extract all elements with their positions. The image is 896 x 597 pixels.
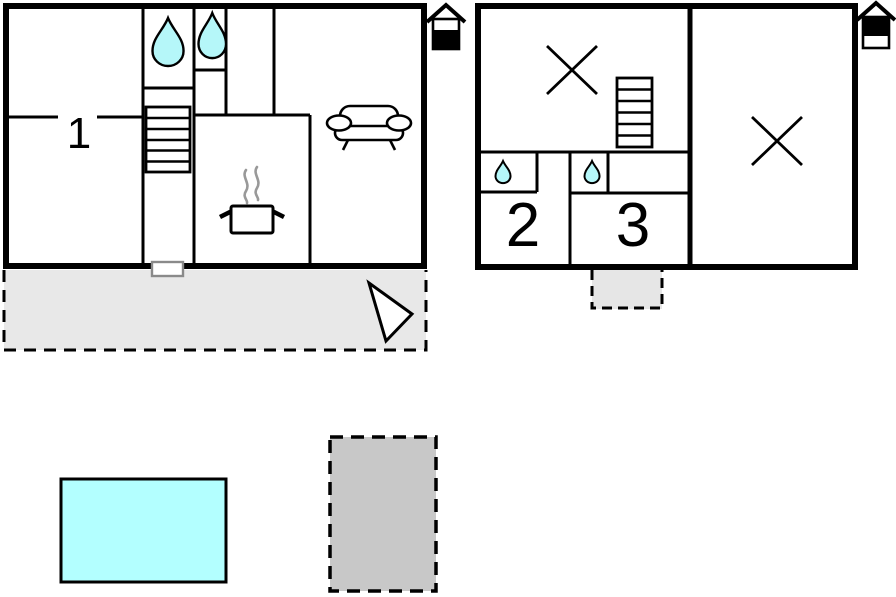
swimming-pool [59,477,228,584]
room-label-3: 3 [615,191,651,260]
entrance-door [150,260,185,278]
terrace-area [4,270,426,350]
steam-icon [243,165,260,205]
north-arrow-icon [366,279,415,344]
ground-floor-plan [3,3,427,278]
stairs-icon [615,76,654,149]
upper-floor-patio [590,270,664,310]
upper-floor-outer-wall [475,3,858,270]
house-level-ground-icon [425,2,467,51]
patio [328,435,438,593]
house-level-upper-icon [855,0,896,50]
water-drop-icon [585,161,600,183]
water-drop-icon [153,18,184,66]
upper-patio-dashed-border [590,270,664,310]
cooking-pot-icon [218,165,286,235]
ground-floor-interior-walls [3,6,312,266]
cross-mark-icon [546,44,598,96]
sofa-icon [325,104,413,151]
cross-mark-icon [751,115,803,167]
water-drop-icon [199,13,227,58]
water-drop-icon [496,161,511,183]
terrace [2,270,428,352]
room-label-1: 1 [66,109,92,158]
stairs-icon [144,105,192,174]
room-label-2: 2 [505,191,541,260]
upper-floor-plan [475,3,858,270]
terrace-dashed-border [2,270,428,352]
pot-body [229,204,275,235]
upper-patio-area [592,270,662,309]
upper-floor-interior-walls [478,150,688,264]
